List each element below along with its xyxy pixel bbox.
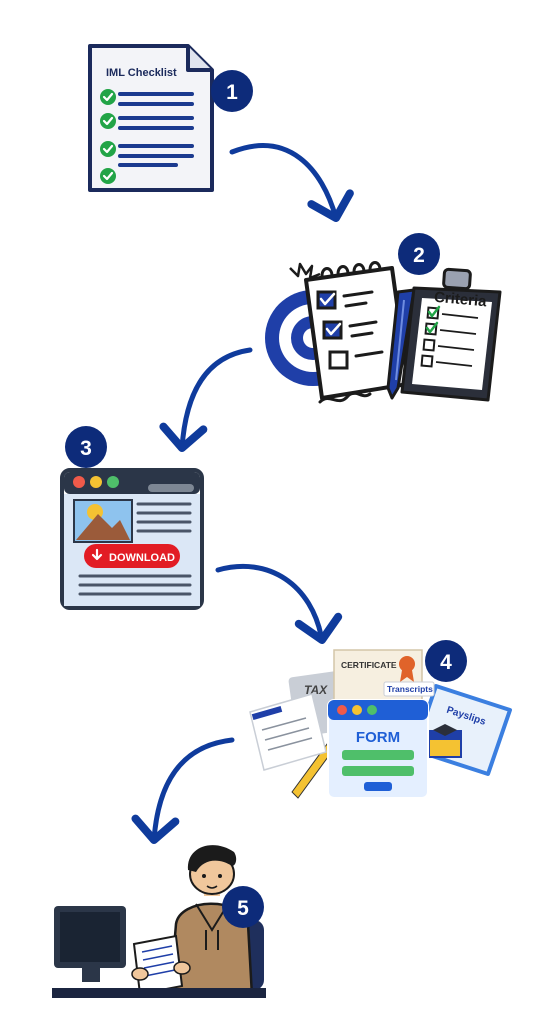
step-2-number: 2 bbox=[413, 244, 425, 267]
checklist-document-icon: IML Checklist bbox=[88, 44, 214, 192]
step-3-badge: 3 bbox=[65, 426, 107, 468]
arrow-1-to-2 bbox=[229, 143, 354, 222]
step-4: TAX CERTIFICATE Payslips Transcripts bbox=[249, 640, 512, 799]
step-4-badge: 4 bbox=[425, 640, 467, 682]
step-2: Criteria 2 bbox=[265, 233, 502, 404]
form-label: FORM bbox=[356, 729, 400, 746]
person-at-computer-icon bbox=[52, 845, 266, 998]
step-1: IML Checklist 1 bbox=[88, 44, 253, 192]
step-1-number: 1 bbox=[226, 81, 238, 104]
arrow-2-to-3 bbox=[159, 347, 253, 452]
arrow-3-to-4 bbox=[215, 563, 343, 644]
arrow-4-to-5 bbox=[131, 737, 235, 844]
tax-label: TAX bbox=[304, 683, 328, 697]
criteria-title: Criteria bbox=[433, 289, 487, 311]
download-webpage-icon: DOWNLOAD bbox=[60, 468, 204, 610]
step-3-number: 3 bbox=[80, 437, 92, 460]
transcripts-label: Transcripts bbox=[387, 684, 433, 694]
documents-form-icon: TAX CERTIFICATE Payslips Transcripts bbox=[249, 649, 512, 799]
download-button: DOWNLOAD bbox=[84, 544, 180, 568]
step-3: DOWNLOAD 3 bbox=[60, 426, 204, 610]
checklist-title: IML Checklist bbox=[106, 67, 177, 79]
step-1-badge: 1 bbox=[211, 70, 253, 112]
step-5: 5 bbox=[52, 845, 266, 998]
criteria-clipboard-icon: Criteria bbox=[400, 267, 502, 402]
notepad-icon bbox=[304, 261, 410, 404]
step-5-badge: 5 bbox=[222, 886, 264, 928]
download-label: DOWNLOAD bbox=[109, 552, 175, 564]
step-2-badge: 2 bbox=[398, 233, 440, 275]
certificate-label: CERTIFICATE bbox=[341, 660, 397, 670]
step-5-number: 5 bbox=[237, 897, 249, 920]
pen-icon bbox=[386, 288, 416, 400]
step-4-number: 4 bbox=[440, 651, 452, 674]
